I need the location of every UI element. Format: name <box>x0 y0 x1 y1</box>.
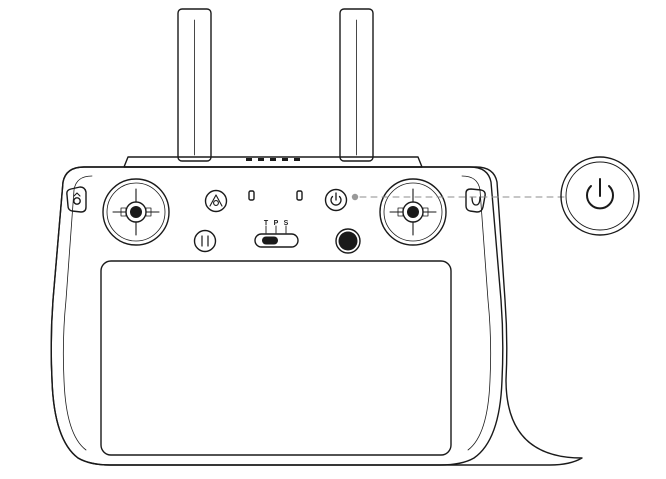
callout-anchor-dot <box>351 193 359 201</box>
rth-button[interactable] <box>204 189 228 213</box>
pause-icon <box>201 235 209 247</box>
left-grip-contour <box>62 175 93 451</box>
flight-mode-label-p: P <box>274 220 279 227</box>
battery-led <box>258 158 264 161</box>
power-button[interactable] <box>324 188 348 212</box>
right-grip-contour <box>461 175 492 451</box>
battery-led <box>282 158 288 161</box>
battery-led <box>246 158 252 161</box>
left-antenna <box>177 8 212 162</box>
right-antenna <box>339 8 374 162</box>
return-to-home-button[interactable] <box>66 186 87 213</box>
status-led-right <box>296 190 303 201</box>
return-to-home-icon <box>73 192 81 205</box>
customizable-button-icon <box>471 196 481 206</box>
power-icon <box>330 192 342 206</box>
flight-mode-label-s: S <box>284 220 289 227</box>
return-to-home-icon <box>209 194 223 207</box>
power-icon <box>586 178 614 210</box>
battery-level-leds <box>246 158 300 161</box>
controller-outline <box>50 166 504 466</box>
flight-mode-label-t: T <box>264 220 269 227</box>
customizable-button[interactable] <box>465 188 486 213</box>
flight-mode-switch-knob[interactable] <box>262 236 278 245</box>
camera-control-dial[interactable] <box>335 228 361 254</box>
flight-mode-ticks <box>265 225 287 234</box>
flight-pause-button[interactable] <box>193 229 217 253</box>
power-button-callout <box>560 156 640 236</box>
battery-led <box>270 158 276 161</box>
status-led-left <box>248 190 255 201</box>
left-control-stick[interactable] <box>102 178 170 246</box>
camera-icon <box>338 231 358 251</box>
battery-led <box>294 158 300 161</box>
right-control-stick[interactable] <box>379 178 447 246</box>
flight-mode-switch[interactable] <box>254 225 299 248</box>
touch-screen[interactable] <box>100 260 452 456</box>
